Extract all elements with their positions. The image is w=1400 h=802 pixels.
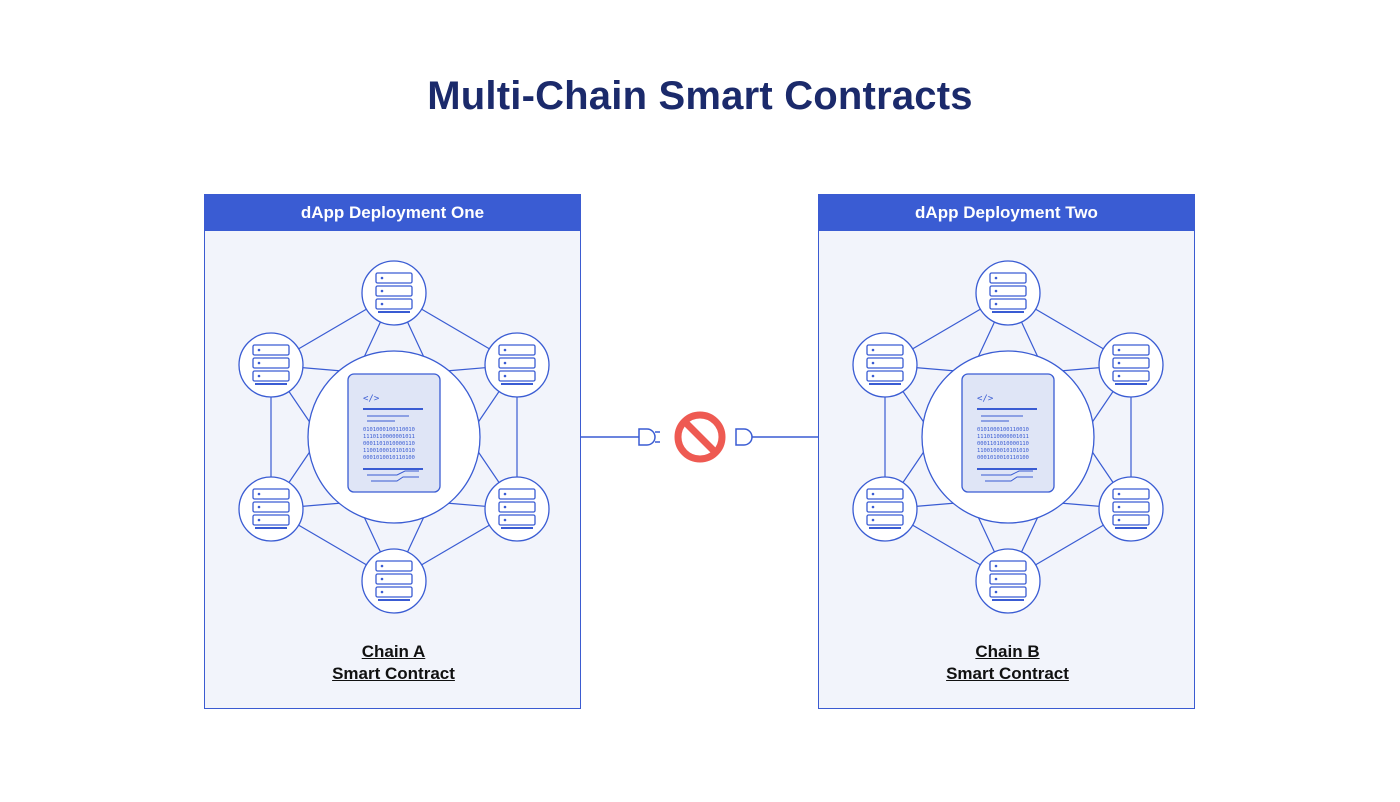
contract-label: Smart Contract [946,664,1069,683]
contract-label: Smart Contract [332,664,455,683]
code-tag-text: </> [363,394,380,404]
binary-row-text: 1110110000001011 [363,434,415,440]
server-node [975,260,1041,326]
prohibited-icon [674,411,726,463]
socket-icon [735,428,753,446]
server-stack-icon [375,560,413,601]
server-node [238,332,304,398]
page-title: Multi-Chain Smart Contracts [427,74,973,118]
server-stack-icon [498,488,536,529]
binary-row-text: 1100100010101010 [363,448,415,454]
deployment-header-two: dApp Deployment Two [819,195,1194,231]
deployment-header-one: dApp Deployment One [205,195,580,231]
server-stack-icon [252,344,290,385]
node-network-two: </> 0101000100110010111011000000101100011… [852,260,1164,614]
server-node [852,332,918,398]
server-node [238,476,304,542]
server-node [975,548,1041,614]
plug-icon [638,428,660,446]
binary-row-text: 0101000100110010 [977,427,1029,433]
binary-row-text: 0001101010000110 [363,441,415,447]
binary-row-text: 0001010010110100 [977,455,1029,461]
blocked-connector [581,411,819,463]
binary-row-text: 0001101010000110 [977,441,1029,447]
chain-caption-two: Chain B Smart Contract [819,641,1196,685]
server-stack-icon [498,344,536,385]
server-node [1098,476,1164,542]
server-stack-icon [866,344,904,385]
chain-label: Chain A [361,642,426,661]
server-stack-icon [989,272,1027,313]
server-stack-icon [375,272,413,313]
server-stack-icon [1112,488,1150,529]
binary-row-text: 0101000100110010 [363,427,415,433]
chain-label: Chain B [975,642,1040,661]
server-node [361,260,427,326]
code-tag-text: </> [977,394,994,404]
server-node [1098,332,1164,398]
node-network-one: </> 0101000100110010111011000000101100011… [238,260,550,614]
chain-caption-one: Chain A Smart Contract [205,641,582,685]
binary-row-text: 0001010010110100 [363,455,415,461]
server-stack-icon [989,560,1027,601]
binary-row-text: 1110110000001011 [977,434,1029,440]
server-node [484,476,550,542]
document-code-icon: </> 0101000100110010111011000000101100011… [961,373,1055,493]
server-node [361,548,427,614]
binary-row-text: 1100100010101010 [977,448,1029,454]
document-code-icon: </> 0101000100110010111011000000101100011… [347,373,441,493]
server-stack-icon [252,488,290,529]
server-node [484,332,550,398]
server-node [852,476,918,542]
server-stack-icon [1112,344,1150,385]
server-stack-icon [866,488,904,529]
